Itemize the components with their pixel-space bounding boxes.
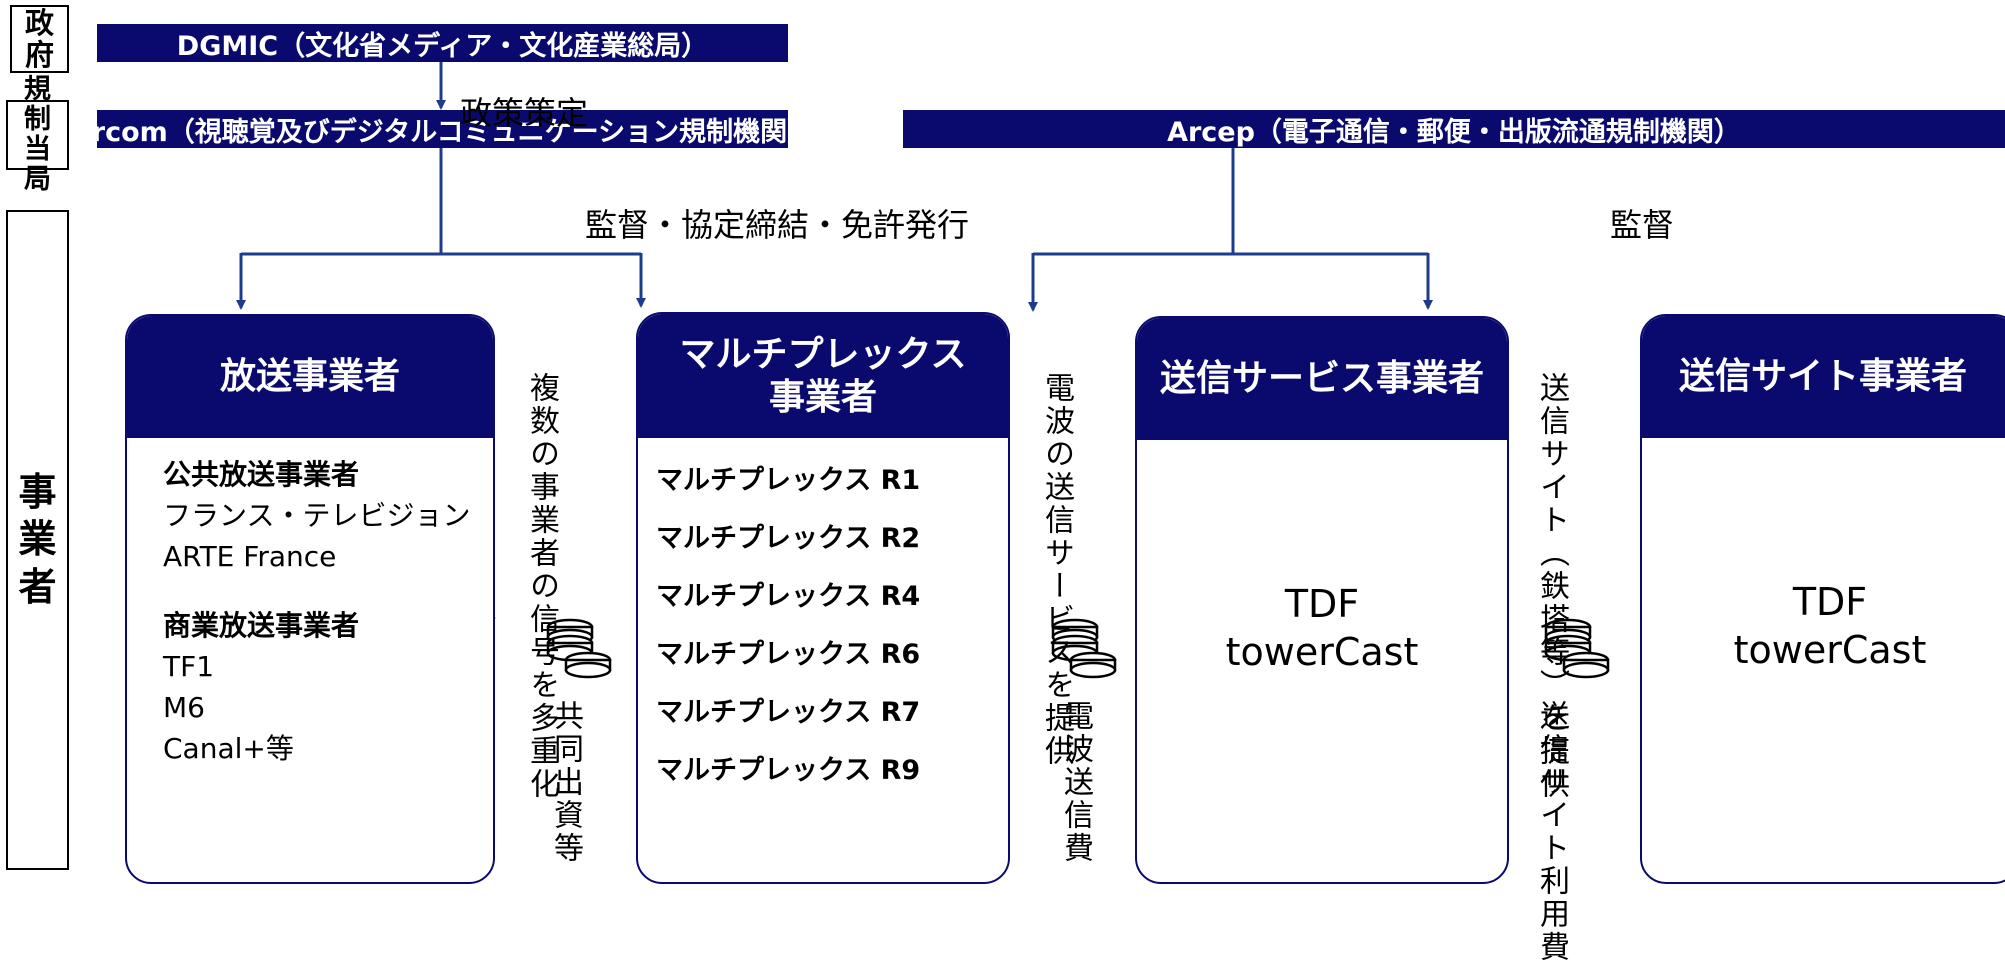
dgmic-bar: DGMIC（文化省メディア・文化産業総局） <box>97 24 788 62</box>
dgmic-text: DGMIC（文化省メディア・文化産業総局） <box>176 30 709 62</box>
transmission-service-card-header: 送信サービス事業者 <box>1137 318 1507 440</box>
policy-label: 政策策定 <box>460 94 589 132</box>
public-broadcaster-heading: 公共放送事業者 <box>163 458 360 491</box>
flow-label-transmission-fee: 電波送信費 <box>1058 700 1093 865</box>
transmission-site-card: 送信サイト事業者 TDF towerCast <box>1640 314 2005 884</box>
operator-name: towerCast <box>1225 630 1419 674</box>
coins-icon <box>546 618 612 679</box>
arcom-text: Arcom（視聴覚及びデジタルコミュニケーション規制機関） <box>70 116 815 148</box>
tier-label-regulator: 規 制 当 局 <box>6 74 69 195</box>
broadcaster-list: 公共放送事業者 フランス・テレビジョン ARTE France 商業放送事業者 … <box>163 454 470 769</box>
operator-name: TDF <box>1284 582 1360 626</box>
flow-label-transmission-service-col1: 電波の送信 <box>1039 372 1074 537</box>
multiplex-title-line2: 事業者 <box>768 377 877 418</box>
list-item: マルチプレックス R7 <box>656 697 921 728</box>
flow-label-site-fee-col1: 送信サイト <box>1534 700 1569 865</box>
flow-label-transmission-service-col2: サービスを提供 <box>1039 537 1074 768</box>
flow-label-site-provision: 送信サイト（鉄塔等）を提供 <box>1532 372 1570 801</box>
arcep-supervision-label: 監督 <box>1610 206 1675 244</box>
arcep-text: Arcep（電子通信・郵便・出版流通規制機関） <box>1167 116 1741 148</box>
flow-label-site-fee-col2: 利用費 <box>1534 865 1569 964</box>
tier-label-government-text: 政 府 <box>24 5 54 72</box>
commercial-broadcaster-heading: 商業放送事業者 <box>163 609 360 642</box>
list-item: マルチプレックス R9 <box>656 755 921 786</box>
arcom-bar: Arcom（視聴覚及びデジタルコミュニケーション規制機関） <box>71 110 814 148</box>
coins-icon <box>1051 618 1117 679</box>
broadcaster-title: 放送事業者 <box>219 356 400 398</box>
broadcaster-card-header: 放送事業者 <box>127 316 493 438</box>
flow-label-joint-investment: 共同出資等 <box>548 700 583 865</box>
arcep-bar: Arcep（電子通信・郵便・出版流通規制機関） <box>903 110 2005 148</box>
multiplex-title-line1: マルチプレックス <box>679 333 967 375</box>
list-item: マルチプレックス R6 <box>656 639 921 670</box>
tier-label-government: 政 府 <box>10 5 69 73</box>
flow-label-transmission-service: 電波の送信サービスを提供 <box>1037 372 1075 768</box>
operator-name: towerCast <box>1733 628 1927 672</box>
flow-label-site-fee: 送信サイト利用費 <box>1532 700 1570 964</box>
transmission-service-card: 送信サービス事業者 TDF towerCast <box>1135 316 1509 884</box>
list-item: マルチプレックス R4 <box>656 581 921 612</box>
tier-label-operators-text: 事 業 者 <box>18 469 57 609</box>
tier-label-operators: 事 業 者 <box>6 210 69 870</box>
tier-label-regulator-text: 規 制 当 局 <box>24 73 51 196</box>
flow-label-site-provision-col2: （鉄塔等）を提供 <box>1534 537 1569 801</box>
transmission-site-title: 送信サイト事業者 <box>1678 356 1967 398</box>
list-item: M6 <box>163 691 205 724</box>
transmission-service-title: 送信サービス事業者 <box>1159 358 1484 400</box>
list-item: マルチプレックス R2 <box>656 523 921 554</box>
coins-icon <box>1544 618 1610 679</box>
list-item: マルチプレックス R1 <box>656 465 921 496</box>
broadcaster-card: 放送事業者 公共放送事業者 フランス・テレビジョン ARTE France 商業… <box>125 314 495 884</box>
transmission-site-operators: TDF towerCast <box>1642 578 2005 674</box>
flow-label-multiplexing-col1: 複数の事業者の <box>524 372 559 603</box>
operator-name: TDF <box>1792 580 1868 624</box>
list-item: フランス・テレビジョン <box>163 499 471 532</box>
list-item: ARTE France <box>163 540 337 573</box>
list-item: TF1 <box>163 650 215 683</box>
flow-label-multiplexing: 複数の事業者の信号を多重化 <box>522 372 560 801</box>
transmission-service-operators: TDF towerCast <box>1137 580 1507 676</box>
flow-label-site-provision-col1: 送信サイト <box>1534 372 1569 537</box>
transmission-site-card-header: 送信サイト事業者 <box>1642 316 2005 438</box>
arcom-supervision-label: 監督・協定締結・免許発行 <box>585 206 970 244</box>
multiplex-card: マルチプレックス 事業者 マルチプレックス R1 マルチプレックス R2 マルチ… <box>636 312 1010 884</box>
flow-label-multiplexing-col2: 信号を多重化 <box>524 603 559 801</box>
multiplex-list: マルチプレックス R1 マルチプレックス R2 マルチプレックス R4 マルチプ… <box>656 452 920 800</box>
list-item: Canal+等 <box>163 732 294 765</box>
multiplex-card-header: マルチプレックス 事業者 <box>638 314 1008 438</box>
